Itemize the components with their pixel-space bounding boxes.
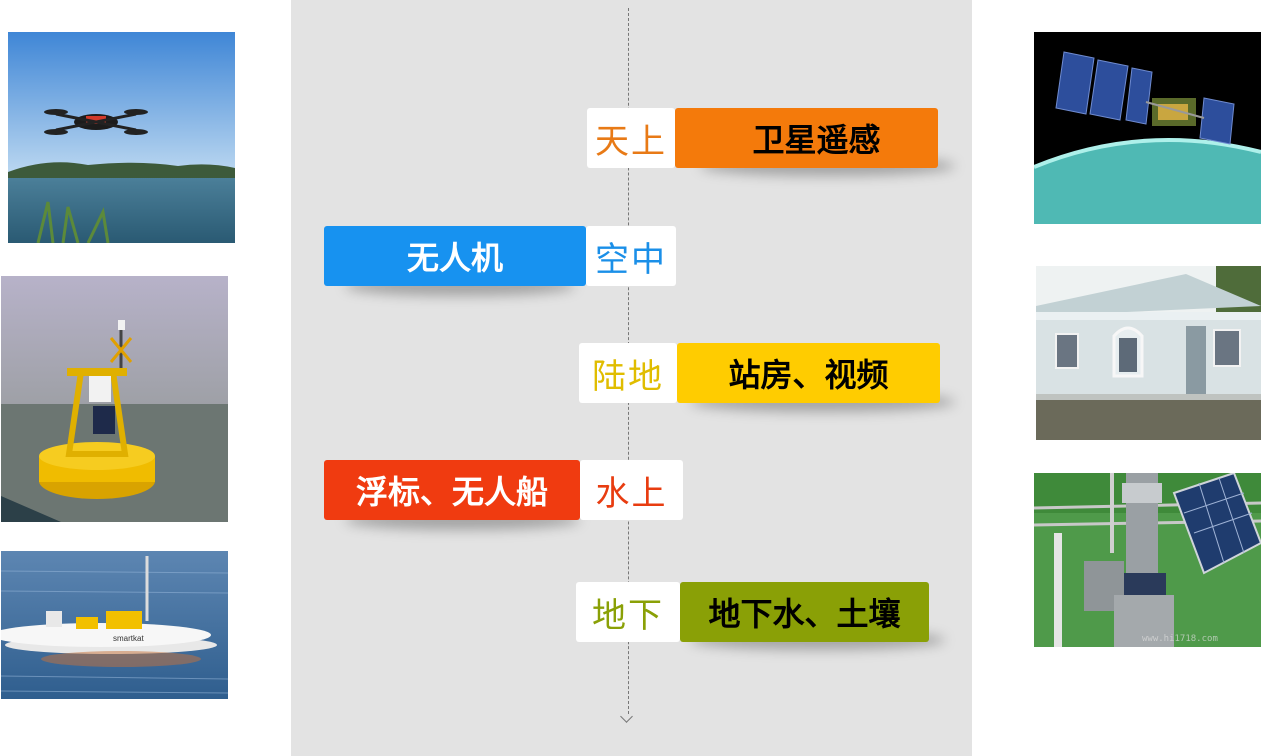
row-land: 陆地 站房、视频 [579,343,940,403]
drone-photo [8,32,235,243]
row-sky: 天上 卫星遥感 [587,108,938,168]
row-air: 无人机 空中 [324,226,676,286]
satellite-photo [1034,32,1261,224]
boat-photo: smartkat [1,551,228,699]
buoy-photo [1,276,228,522]
station-photo [1036,266,1261,440]
row-underground-tag: 地下 [576,582,680,642]
row-land-tag: 陆地 [579,343,677,403]
row-sky-tag: 天上 [587,108,675,168]
row-air-label: 无人机 [324,226,586,286]
row-air-tag: 空中 [586,226,676,286]
row-water: 浮标、无人船 水上 [324,460,683,520]
row-water-tag: 水上 [580,460,683,520]
row-underground: 地下 地下水、土壤 [576,582,929,642]
row-underground-label: 地下水、土壤 [680,582,929,642]
row-land-label: 站房、视频 [677,343,940,403]
row-sky-label: 卫星遥感 [675,108,938,168]
watermark-text: www.hi1718.com [1142,634,1218,644]
row-water-label: 浮标、无人船 [324,460,580,520]
boat-brand-text: smartkat [113,634,144,643]
groundwater-photo: www.hi1718.com [1034,473,1261,647]
